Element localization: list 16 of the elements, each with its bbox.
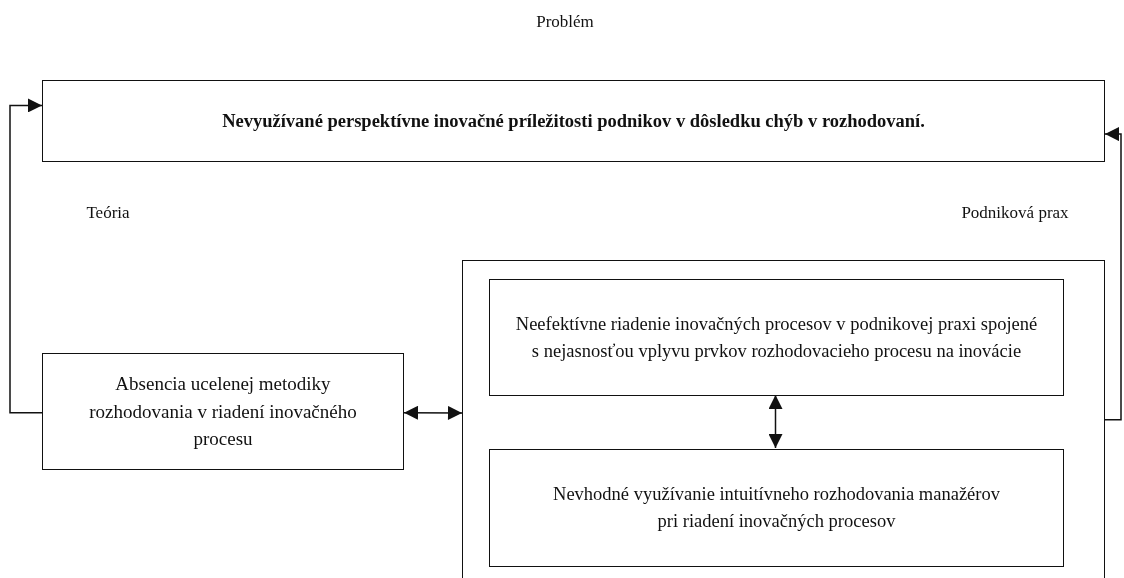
box-text: Neefektívne riadenie inovačných procesov v podnikovej praxi spojené s nejasnosťou vplyvu prvkov rozhodovacieho procesu na inovácie — [514, 312, 1039, 363]
arrow — [9, 98, 43, 414]
box-text: Nevhodné využívanie intuitívneho rozhodovania manažérov pri riadení inovačných procesov — [552, 483, 1001, 533]
group-box — [462, 260, 1105, 578]
heading-label: Podniková prax — [961, 203, 1069, 223]
arrow — [403, 405, 463, 420]
process-box — [42, 80, 1105, 162]
heading-label: Teória — [86, 203, 130, 223]
box-text: Nevyužívané perspektívne inovačné príležitosti podnikov v dôsledku chýb v rozhodovaní. — [222, 109, 925, 133]
heading-label: Problém — [536, 12, 594, 32]
process-box — [489, 449, 1064, 567]
arrow — [1104, 127, 1122, 421]
process-box — [489, 279, 1064, 396]
process-box — [42, 353, 404, 470]
box-text: Absencia ucelenej metodiky rozhodovania v riadení inovačného procesu — [88, 372, 358, 452]
arrow — [768, 394, 783, 449]
